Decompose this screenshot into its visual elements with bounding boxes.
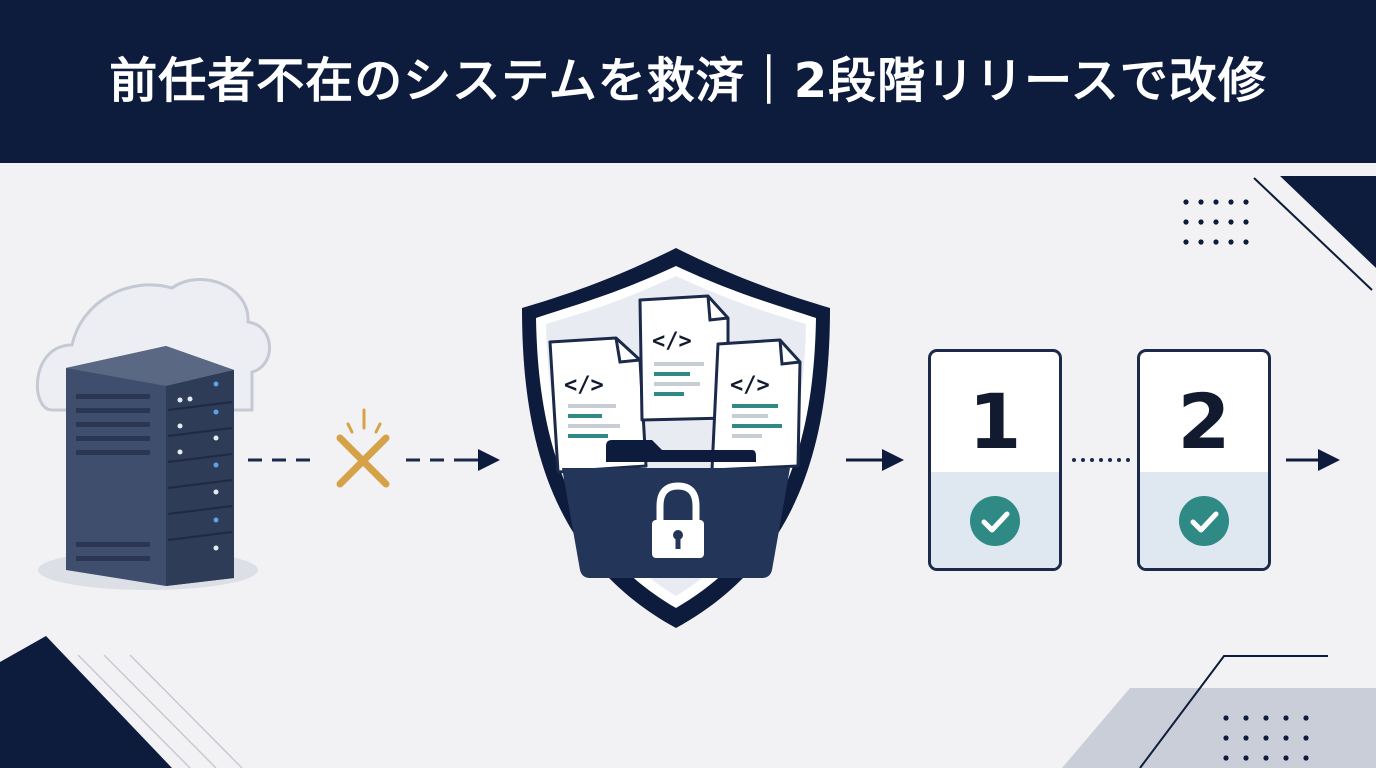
step-number: 1: [968, 377, 1022, 466]
page-title: 前任者不在のシステムを救済｜2段階リリースで改修: [109, 53, 1267, 109]
release-step-2: 2: [1137, 349, 1271, 571]
arrow-right-icon: [882, 449, 904, 471]
corner-decoration-bottom-right: [1062, 655, 1376, 768]
server-icon: [66, 346, 234, 586]
connector-dotted-steps: [1072, 458, 1130, 462]
corner-decoration-bottom-left: [0, 636, 243, 768]
connector-after-step-2: [1286, 449, 1340, 471]
arrow-right-icon: [478, 449, 500, 471]
header-banner: 前任者不在のシステムを救済｜2段階リリースで改修: [0, 0, 1376, 163]
step-status-area: [931, 472, 1059, 568]
svg-text:</>: </>: [730, 373, 770, 398]
svg-text:</>: </>: [652, 329, 692, 354]
check-icon: [970, 496, 1020, 546]
step-status-area: [1140, 472, 1268, 568]
release-step-1: 1: [928, 349, 1062, 571]
code-file-icon: </>: [548, 336, 648, 474]
broken-link-icon: [336, 408, 390, 488]
corner-decoration-top-right: [1183, 176, 1376, 291]
dot-grid-top: [1183, 199, 1249, 245]
lock-icon: [652, 482, 704, 558]
step-number: 2: [1177, 377, 1231, 466]
arrow-right-icon: [1318, 449, 1340, 471]
code-file-icon: </>: [710, 338, 802, 472]
connector-to-step-1: [846, 449, 904, 471]
svg-text:</>: </>: [564, 373, 604, 398]
code-file-icon: </>: [638, 294, 730, 422]
check-icon: [1179, 496, 1229, 546]
dot-grid-bottom: [1223, 715, 1309, 761]
